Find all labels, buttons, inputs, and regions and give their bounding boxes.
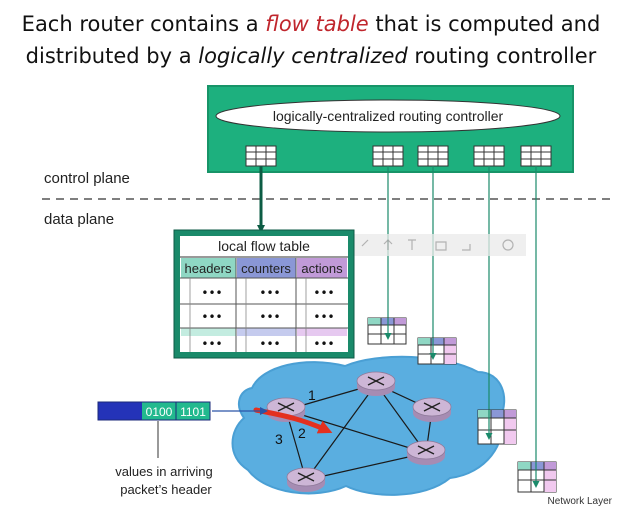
- controller-table-icon: [372, 145, 404, 167]
- flow-table-cell: •••: [313, 286, 334, 300]
- router-icon: [406, 440, 446, 465]
- title-text: that is computed and: [368, 12, 601, 36]
- header-cell-counters: [237, 258, 296, 278]
- port-label-2: 2: [298, 425, 306, 441]
- flow-table-cell: •••: [313, 310, 334, 324]
- packet-field: 1101: [180, 405, 206, 419]
- router-flow-table-icon: [517, 461, 557, 493]
- controller-table-icon: [473, 145, 505, 167]
- packet-caption-line-2: packet’s header: [120, 482, 212, 497]
- packet-field: 0100: [146, 405, 173, 419]
- title-text: Each router contains a: [21, 12, 266, 36]
- header-cell-actions: [297, 258, 347, 278]
- flow-table-title: local flow table: [218, 238, 310, 254]
- port-label-3: 3: [275, 431, 283, 447]
- port-label-1: 1: [308, 387, 316, 403]
- flow-table-cell: •••: [201, 310, 222, 324]
- packet-caption-line-1: values in arriving: [115, 464, 213, 479]
- flow-table-cell: •••: [201, 337, 222, 351]
- flow-table-cell: •••: [259, 286, 280, 300]
- controller-table-icon: [520, 145, 552, 167]
- footer-label: Network Layer: [548, 496, 613, 507]
- flow-table-cell: •••: [259, 310, 280, 324]
- column-header-actions: actions: [301, 261, 343, 276]
- title-text: distributed by a: [25, 44, 199, 68]
- flow-table-cell: •••: [201, 286, 222, 300]
- router-flow-table-icon: [417, 337, 457, 365]
- column-header-headers: headers: [185, 261, 232, 276]
- data-plane-label: data plane: [44, 211, 114, 228]
- control-plane-label: control plane: [44, 170, 130, 187]
- header-cell-headers: [181, 258, 236, 278]
- slide-title-line-1: Each router contains a flow table that i…: [0, 12, 622, 36]
- title-emphasis-flow-table: flow table: [265, 12, 369, 36]
- router-flow-table-icon: [367, 317, 407, 345]
- router-icon: [356, 371, 396, 396]
- toolbar-icon: [361, 239, 514, 251]
- flow-table-cell: •••: [313, 337, 334, 351]
- flow-table-cell: •••: [259, 337, 280, 351]
- controller-table-icon: [417, 145, 449, 167]
- router-icon: [286, 467, 326, 492]
- router-flow-table-icon: [477, 409, 517, 445]
- toolbar-strip: [354, 234, 526, 256]
- slide-title-line-2: distributed by a logically centralized r…: [0, 44, 622, 68]
- title-text: routing controller: [407, 44, 597, 68]
- column-header-counters: counters: [241, 261, 291, 276]
- title-emphasis-logically-centralized: logically centralized: [198, 44, 408, 68]
- controller-table-icon: [245, 145, 277, 167]
- local-flow-table: local flow table headers counters action…: [173, 229, 355, 359]
- router-icon: [412, 397, 452, 422]
- arriving-packet: 0100 1101: [97, 401, 211, 421]
- controller-label: logically-centralized routing controller: [273, 108, 504, 124]
- controller-ellipse: [215, 99, 561, 133]
